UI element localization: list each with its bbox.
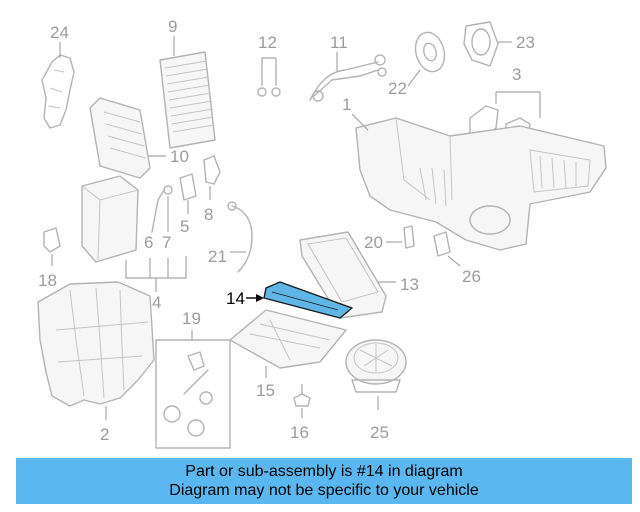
part-16-screw xyxy=(293,384,311,418)
svg-text:14: 14 xyxy=(226,289,245,308)
callout-20: 20 xyxy=(364,233,402,252)
part-21-drain-hose xyxy=(227,201,253,273)
svg-text:1: 1 xyxy=(342,95,351,114)
callout-19: 19 xyxy=(182,309,201,328)
part-8-sensor xyxy=(203,155,221,200)
svg-text:7: 7 xyxy=(162,233,171,252)
callout-21: 21 xyxy=(208,247,246,266)
svg-text:18: 18 xyxy=(38,271,57,290)
callout-7: 7 xyxy=(162,185,173,252)
part-15-tray xyxy=(229,309,347,378)
callout-12: 12 xyxy=(258,33,277,52)
part-24-bracket xyxy=(41,54,75,129)
svg-text:13: 13 xyxy=(400,275,419,294)
svg-text:22: 22 xyxy=(388,79,407,98)
part-1-housing xyxy=(355,117,607,251)
callout-2: 2 xyxy=(100,425,109,444)
part-4-evaporator-box xyxy=(81,175,187,292)
svg-text:21: 21 xyxy=(208,247,227,266)
part-25-blower-motor xyxy=(345,339,407,410)
callout-24: 24 xyxy=(50,23,69,58)
callout-15: 15 xyxy=(256,381,275,400)
part-14-cabin-filter xyxy=(263,281,353,319)
svg-text:25: 25 xyxy=(370,423,389,442)
callout-14: 14 xyxy=(226,289,264,308)
part-18-clip xyxy=(43,227,61,266)
part-20-sensor xyxy=(403,225,415,249)
callout-8: 8 xyxy=(204,205,213,224)
svg-text:10: 10 xyxy=(170,147,189,166)
svg-text:20: 20 xyxy=(364,233,383,252)
callout-3: 3 xyxy=(512,65,521,84)
svg-text:3: 3 xyxy=(512,65,521,84)
svg-text:24: 24 xyxy=(50,23,69,42)
callout-4: 4 xyxy=(152,293,161,312)
svg-text:15: 15 xyxy=(256,381,275,400)
info-banner: Part or sub-assembly is #14 in diagram D… xyxy=(16,458,632,504)
svg-text:26: 26 xyxy=(462,267,481,286)
part-11-ac-lines xyxy=(309,54,387,102)
svg-text:16: 16 xyxy=(290,423,309,442)
svg-text:5: 5 xyxy=(180,217,189,236)
parts-diagram: 24 9 10 12 11 2 xyxy=(37,17,607,449)
callout-22: 22 xyxy=(388,69,421,98)
callout-26: 26 xyxy=(462,267,481,286)
part-9-heater-core xyxy=(159,51,216,149)
svg-text:2: 2 xyxy=(100,425,109,444)
part-13-filter-frame xyxy=(299,231,387,319)
svg-text:9: 9 xyxy=(168,17,177,36)
part-26-resistor xyxy=(433,231,461,267)
callout-5: 5 xyxy=(180,217,189,236)
callout-18: 18 xyxy=(38,271,57,290)
callout-23: 23 xyxy=(498,33,535,52)
banner-line-2: Diagram may not be specific to your vehi… xyxy=(169,482,479,499)
svg-text:8: 8 xyxy=(204,205,213,224)
callout-13: 13 xyxy=(378,275,419,294)
part-5-sensor xyxy=(179,173,197,214)
callout-10: 10 xyxy=(148,147,189,166)
callout-11: 11 xyxy=(330,33,348,72)
svg-text:4: 4 xyxy=(152,293,161,312)
callout-6: 6 xyxy=(144,189,165,252)
svg-text:6: 6 xyxy=(144,233,153,252)
part-10-evaporator xyxy=(89,97,151,179)
callout-9: 9 xyxy=(168,17,177,56)
svg-text:23: 23 xyxy=(516,33,535,52)
part-2-lower-housing xyxy=(37,281,155,420)
svg-text:19: 19 xyxy=(182,309,201,328)
svg-text:12: 12 xyxy=(258,33,277,52)
part-23-seal xyxy=(463,21,499,67)
part-22-gasket xyxy=(414,31,446,73)
callout-16: 16 xyxy=(290,423,309,442)
part-19-kit xyxy=(155,330,231,449)
callout-25: 25 xyxy=(370,423,389,442)
banner-line-1: Part or sub-assembly is #14 in diagram xyxy=(185,463,463,480)
part-12-fittings xyxy=(257,57,281,97)
svg-text:11: 11 xyxy=(330,33,348,52)
callout-1: 1 xyxy=(342,95,369,131)
